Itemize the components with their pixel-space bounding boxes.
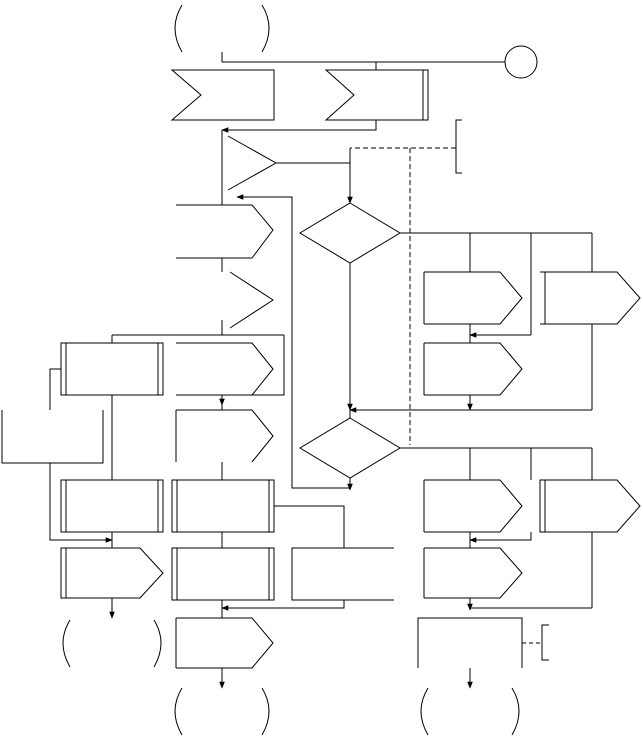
process-box-left-2 bbox=[61, 480, 163, 532]
pentagon-shape-right-4 bbox=[424, 480, 522, 532]
pentagon-shape-center-bottom bbox=[176, 618, 273, 668]
top-bar bbox=[222, 52, 505, 70]
input-shape-left bbox=[172, 70, 274, 120]
merge-bottom-center bbox=[221, 600, 344, 611]
open-box-center-right bbox=[292, 548, 394, 600]
left-bottom-merge bbox=[50, 463, 113, 543]
left-open-box bbox=[2, 410, 103, 463]
pentagon-shape-2 bbox=[176, 343, 273, 395]
process-box-center-1 bbox=[172, 480, 274, 532]
terminator-end-left bbox=[63, 620, 161, 667]
process-box-left-1 bbox=[61, 343, 163, 395]
chevron-shape-mid bbox=[230, 272, 273, 328]
terminator-end-right bbox=[421, 688, 519, 735]
decision-diamond-bottom bbox=[300, 418, 400, 478]
pentagon-shape-left-bottom bbox=[61, 548, 163, 598]
open-box-right-bottom bbox=[418, 618, 522, 668]
left-feedback bbox=[50, 369, 61, 410]
annotation-bracket-top bbox=[456, 120, 462, 173]
terminator-start bbox=[175, 5, 269, 52]
chevron-shape-top bbox=[228, 136, 276, 190]
terminator-end-center bbox=[175, 688, 269, 735]
right-merge-2 bbox=[469, 532, 531, 543]
merge-line bbox=[221, 120, 376, 133]
center-branch bbox=[274, 506, 344, 548]
input-shape-right bbox=[326, 70, 428, 120]
connector-circle bbox=[505, 46, 537, 78]
pentagon-shape-3 bbox=[176, 410, 273, 462]
split-right bbox=[219, 335, 284, 406]
pentagon-shape-right-5 bbox=[540, 480, 640, 532]
pentagon-shape-right-3 bbox=[424, 343, 522, 395]
pentagon-shape-right-6 bbox=[424, 548, 522, 598]
loop-line bbox=[236, 194, 350, 488]
annotation-bracket-bottom bbox=[542, 625, 549, 660]
pentagon-shape-1 bbox=[176, 205, 273, 258]
process-box-center-2 bbox=[172, 548, 274, 600]
pentagon-shape-right-2 bbox=[540, 272, 640, 324]
decision-diamond-top bbox=[300, 203, 400, 263]
pentagon-shape-right-1 bbox=[424, 272, 522, 324]
